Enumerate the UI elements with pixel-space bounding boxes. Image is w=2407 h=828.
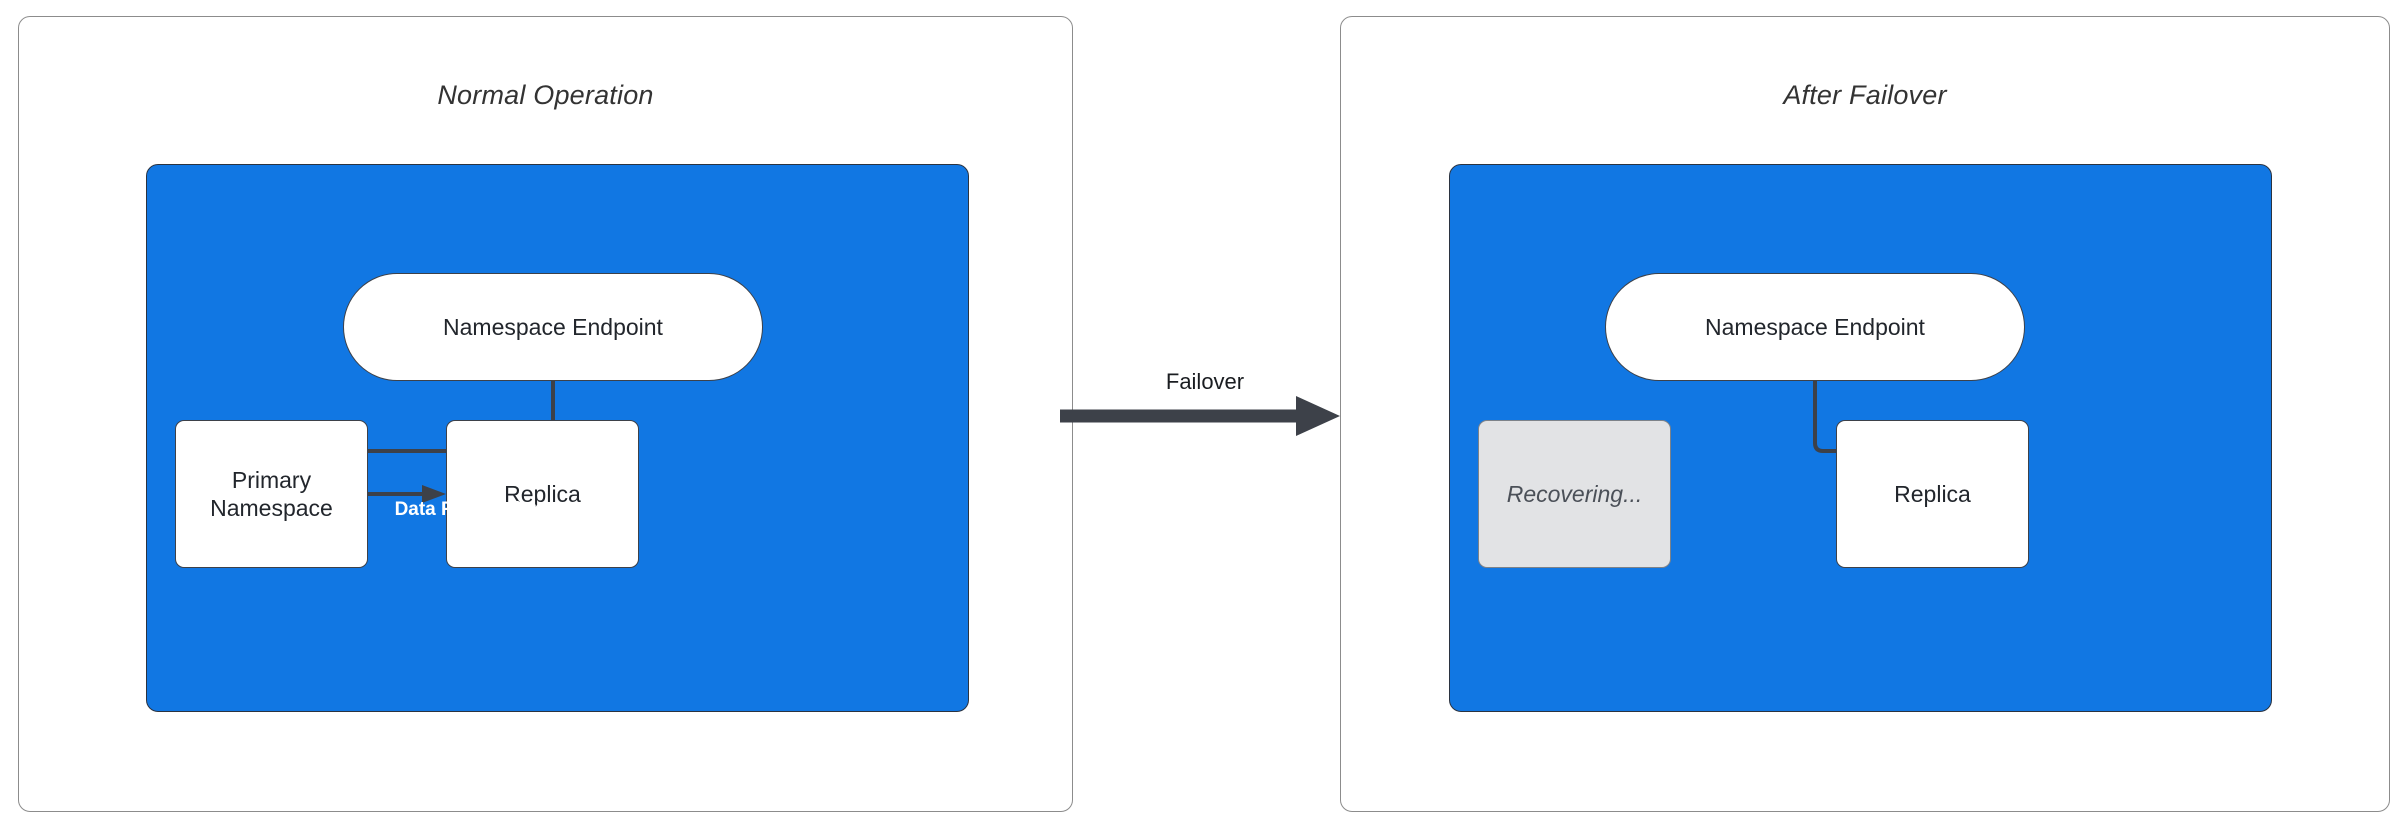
node-label-line2: Namespace: [210, 495, 333, 521]
node-namespace-endpoint-right[interactable]: Namespace Endpoint: [1605, 273, 2025, 381]
node-label: Recovering...: [1506, 480, 1643, 507]
panel-normal-operation: Normal Operation Namespace Endpoint Prim…: [18, 16, 1073, 812]
node-replica-left[interactable]: Replica: [446, 420, 639, 568]
node-label: Namespace Endpoint: [443, 313, 663, 340]
node-label: Namespace Endpoint: [1705, 313, 1925, 340]
region-namespace-group-right: Namespace Endpoint Recovering... Replica: [1449, 164, 2272, 712]
node-recovering[interactable]: Recovering...: [1478, 420, 1671, 568]
failover-transition-label: Failover: [1165, 369, 1245, 394]
node-primary-namespace[interactable]: Primary Namespace: [175, 420, 368, 568]
node-label: Replica: [504, 480, 581, 507]
panel-title-after-failover: After Failover: [1783, 80, 1947, 110]
panel-after-failover: After Failover Namespace Endpoint Recove…: [1340, 16, 2390, 812]
node-label: Replica: [1894, 480, 1971, 507]
node-replica-right[interactable]: Replica: [1836, 420, 2029, 568]
failover-transition-arrow: [1060, 396, 1340, 436]
region-namespace-group-left: Namespace Endpoint Primary Namespace Rep…: [146, 164, 969, 712]
node-label: Primary Namespace: [210, 466, 333, 522]
edge-label-data-replication: Data Replication: [394, 499, 544, 520]
node-label-line1: Primary: [231, 466, 312, 493]
panel-title-normal-operation: Normal Operation: [437, 80, 654, 110]
node-namespace-endpoint-left[interactable]: Namespace Endpoint: [343, 273, 763, 381]
